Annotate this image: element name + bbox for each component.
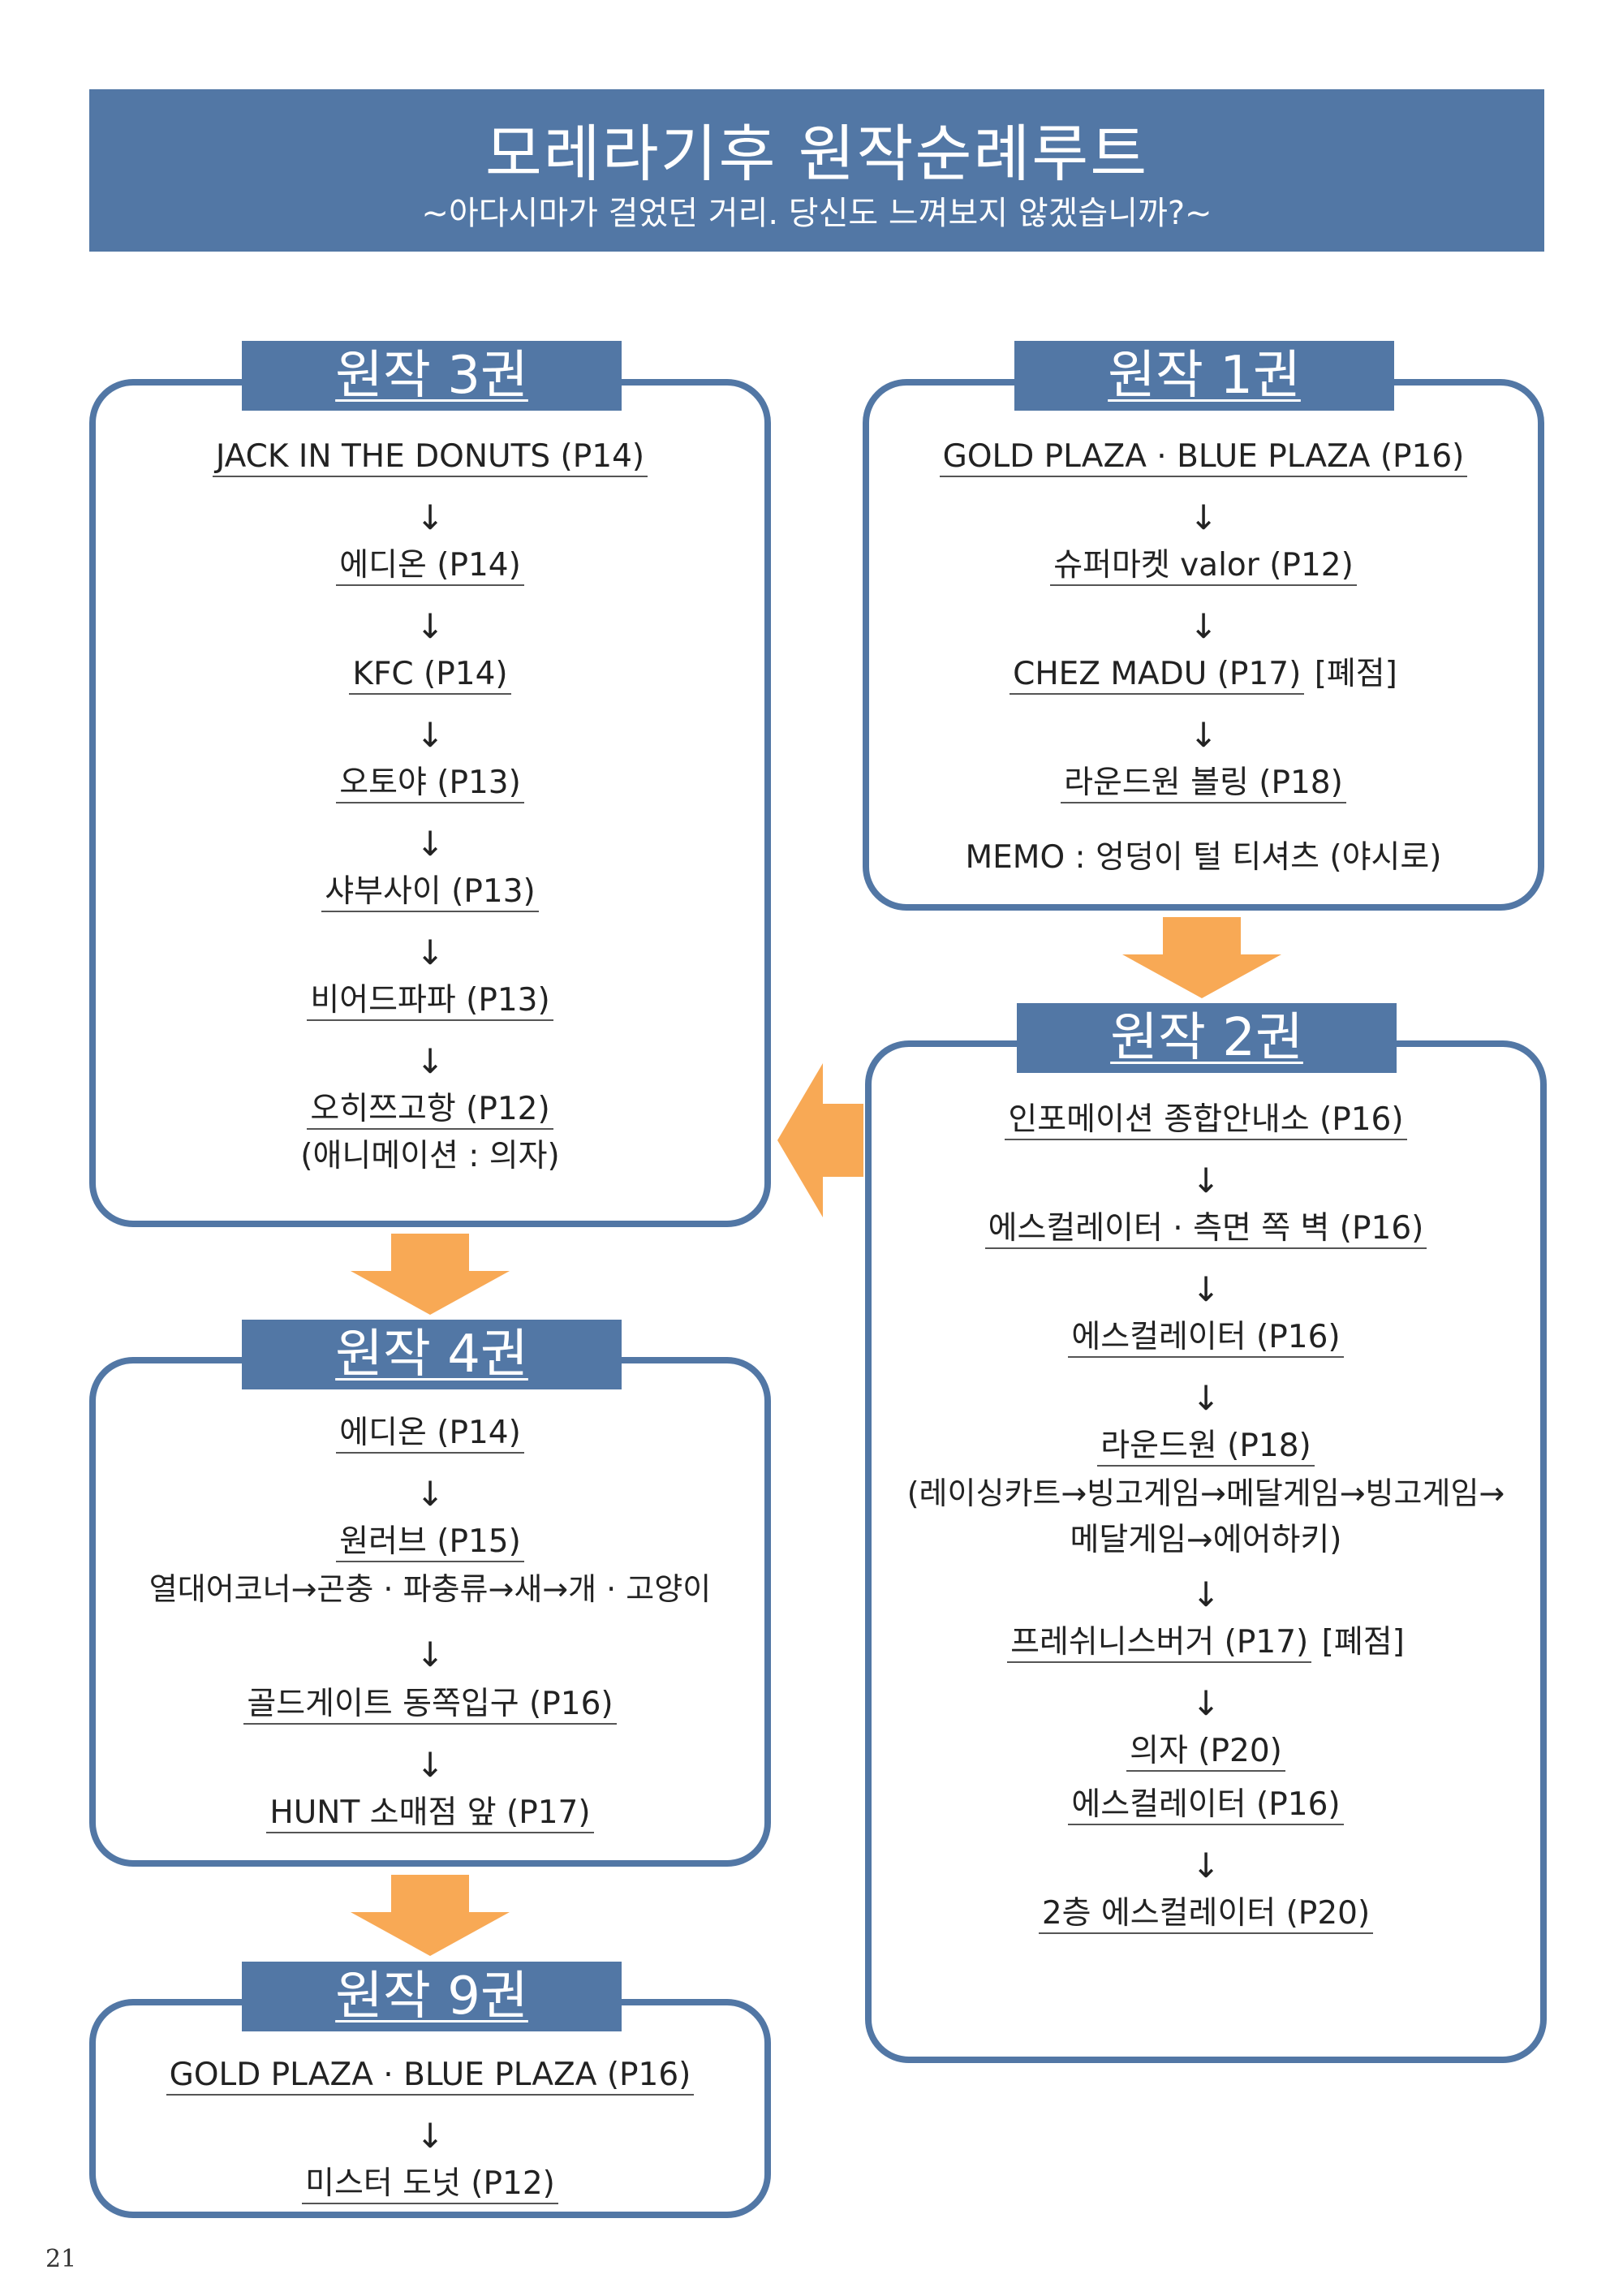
route-stop: HUNT 소매점 앞 (P17) [266,1794,594,1833]
route-stop: GOLD PLAZA · BLUE PLAZA (P16) [939,438,1468,477]
down-arrow-glyph: ↓ [415,824,445,864]
route-stop: 에스컬레이터 (P16) [1068,1786,1344,1825]
route-stop: 에스컬레이터 · 측면 쪽 벽 (P16) [984,1210,1427,1249]
volume-label: 원작 3권 [335,346,528,406]
down-arrow-glyph: ↓ [415,1041,445,1081]
down-arrow-glyph: ↓ [415,606,445,646]
closed-note: [폐점] [1311,1624,1405,1661]
route-note: (애니메이션 : 의자) [300,1138,560,1174]
route-stop: JACK IN THE DONUTS (P14) [212,438,648,477]
route-stop: 의자 (P20) [1126,1733,1285,1772]
route-stop: 에스컬레이터 (P16) [1068,1319,1344,1358]
page-subtitle: ~아다시마가 걸었던 거리. 당신도 느껴보지 않겠습니까?~ [421,195,1212,232]
title-banner: 모레라기후 원작순례루트 ~아다시마가 걸었던 거리. 당신도 느껴보지 않겠습… [89,89,1544,252]
flow-arrow-4-to-9 [351,1875,510,1956]
route-stop: GOLD PLAZA · BLUE PLAZA (P16) [166,2057,695,2096]
route-stop: 슈퍼마켓 valor (P12) [1050,547,1357,586]
down-arrow-glyph: ↓ [415,933,445,972]
volume-label: 원작 2권 [1110,1008,1303,1068]
down-arrow-glyph: ↓ [415,1474,445,1514]
volume-label: 원작 1권 [1108,346,1301,406]
route-stop: 인포메이션 종합안내소 (P16) [1005,1101,1407,1140]
volume-label: 원작 9권 [335,1966,528,2027]
down-arrow-glyph: ↓ [1191,1161,1220,1200]
volume-4-box: 에디온 (P14) ↓ 원러브 (P15) 열대어코너→곤충 · 파충류→새→개… [89,1357,771,1867]
route-note: 열대어코너→곤충 · 파충류→새→개 · 고양이 [149,1571,712,1607]
down-arrow-glyph: ↓ [415,2116,445,2156]
route-stop: CHEZ MADU (P17) [1010,656,1305,695]
page-number: 21 [45,2245,77,2273]
volume-9-tab: 원작 9권 [242,1962,622,2031]
volume-label: 원작 4권 [335,1325,528,1385]
volume-4-tab: 원작 4권 [242,1320,622,1389]
page-title: 모레라기후 원작순례루트 [484,118,1149,190]
down-arrow-glyph: ↓ [415,715,445,755]
down-arrow-glyph: ↓ [1189,498,1218,537]
flow-arrow-2-to-3 [777,1063,863,1217]
volume-2-tab: 원작 2권 [1017,1003,1397,1073]
route-stop: 오토야 (P13) [336,765,524,803]
down-arrow-glyph: ↓ [415,1635,445,1674]
route-stop: 라운드원 볼링 (P18) [1061,765,1346,803]
flow-arrow-3-to-4 [351,1234,510,1315]
memo-text: MEMO : 엉덩이 털 티셔츠 (야시로) [965,839,1442,876]
route-note: 메달게임→에어하키) [1070,1522,1342,1558]
down-arrow-glyph: ↓ [1191,1378,1220,1418]
volume-3-tab: 원작 3권 [242,341,622,411]
down-arrow-glyph: ↓ [1189,715,1218,755]
route-stop: 샤부사이 (P13) [321,873,539,912]
route-stop: 비어드파파 (P13) [307,982,553,1021]
volume-2-box: 인포메이션 종합안내소 (P16) ↓ 에스컬레이터 · 측면 쪽 벽 (P16… [865,1040,1547,2063]
route-stop: KFC (P14) [349,656,511,695]
route-stop: 미스터 도넛 (P12) [302,2165,558,2204]
route-stop: 에디온 (P14) [336,547,524,586]
route-stop: 오히쯔고항 (P12) [307,1091,553,1130]
down-arrow-glyph: ↓ [415,1745,445,1785]
down-arrow-glyph: ↓ [1191,1269,1220,1309]
route-stop: 에디온 (P14) [336,1415,524,1454]
closed-note: [폐점] [1304,656,1397,692]
flow-arrow-1-to-2 [1122,917,1281,998]
down-arrow-glyph: ↓ [1189,606,1218,646]
route-stop: 라운드원 (P18) [1097,1428,1315,1467]
route-stop: 프레쉬니스버거 (P17) [1007,1624,1312,1663]
route-note: (레이싱카트→빙고게임→메달게임→빙고게임→ [906,1475,1505,1511]
down-arrow-glyph: ↓ [1191,1574,1220,1614]
volume-3-box: JACK IN THE DONUTS (P14) ↓ 에디온 (P14) ↓ K… [89,379,771,1227]
route-stop: 원러브 (P15) [336,1523,524,1562]
volume-1-tab: 원작 1권 [1014,341,1394,411]
route-stop: 골드게이트 동쪽입구 (P16) [243,1686,617,1725]
route-stop: 2층 에스컬레이터 (P20) [1038,1895,1374,1934]
down-arrow-glyph: ↓ [415,498,445,537]
volume-1-box: GOLD PLAZA · BLUE PLAZA (P16) ↓ 슈퍼마켓 val… [863,379,1544,911]
down-arrow-glyph: ↓ [1191,1846,1220,1885]
volume-9-box: GOLD PLAZA · BLUE PLAZA (P16) ↓ 미스터 도넛 (… [89,1999,771,2218]
down-arrow-glyph: ↓ [1191,1683,1220,1723]
